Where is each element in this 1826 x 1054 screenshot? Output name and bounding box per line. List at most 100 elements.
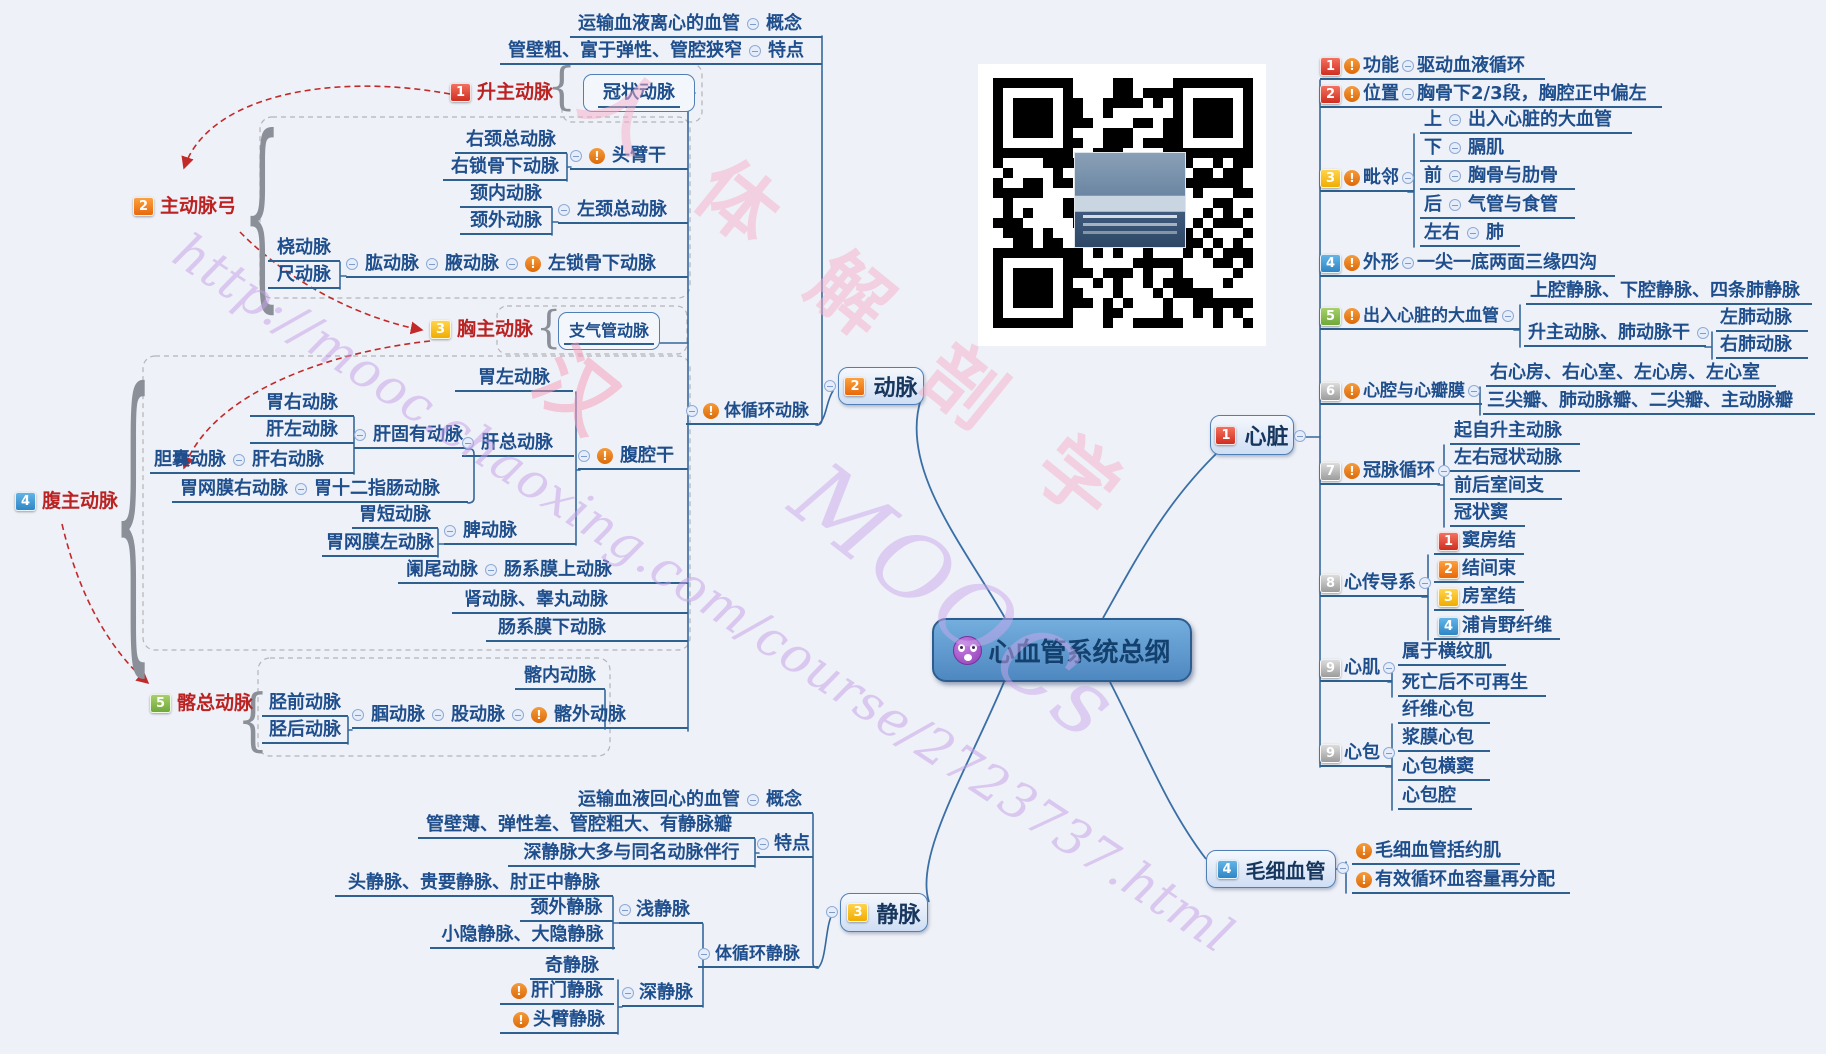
topic-fibrous-pericardium[interactable]: 纤维心包	[1398, 698, 1490, 724]
summary-thoracic-aorta[interactable]: 3 胸主动脉	[430, 320, 533, 339]
collapse-icon[interactable]	[1449, 142, 1461, 154]
topic-short-gastric[interactable]: 胃短动脉	[352, 503, 438, 529]
collapse-icon[interactable]	[426, 258, 438, 270]
collapse-icon[interactable]	[1438, 465, 1450, 477]
summary-aortic-arch[interactable]: 2 主动脉弓	[133, 197, 236, 216]
topic-conduction-system[interactable]: 8 心传导系	[1320, 571, 1431, 597]
topic-coronary-circulation[interactable]: 7 冠脉循环	[1320, 459, 1450, 485]
collapse-icon[interactable]	[1419, 577, 1431, 589]
topic-heart-great-vessels[interactable]: 5 出入心脏的大血管	[1320, 304, 1520, 330]
collapse-icon[interactable]	[619, 904, 631, 916]
topic-systemic-vein-hub[interactable]: 体循环静脉	[698, 942, 818, 968]
collapse-icon[interactable]	[1467, 227, 1479, 239]
topic-renal-testicular[interactable]: 肾动脉、睾丸动脉	[452, 588, 688, 614]
collapse-icon-capillary[interactable]	[1337, 862, 1349, 874]
collapse-icon[interactable]	[233, 454, 245, 466]
topic-heart-shape[interactable]: 4 外形 一尖一底两面三缘四沟	[1320, 251, 1615, 277]
collapse-icon[interactable]	[1449, 199, 1461, 211]
topic-vein-feature-2[interactable]: 深静脉大多与同名动脉伴行	[508, 841, 755, 867]
topic-left-gastroepiploic[interactable]: 胃网膜左动脉	[322, 531, 438, 557]
topic-coronary-item-2[interactable]: 左右冠状动脉	[1450, 446, 1580, 472]
topic-heart-function[interactable]: 1 功能 驱动血液循环	[1320, 54, 1545, 80]
topic-common-hepatic[interactable]: 肝总动脉	[462, 431, 574, 457]
topic-bronchial-artery[interactable]: 支气管动脉	[558, 312, 660, 350]
topic-brachiocephalic-vein[interactable]: 头臂静脉	[500, 1008, 618, 1034]
topic-systemic-artery-hub[interactable]: 体循环动脉	[686, 399, 818, 425]
topic-ulnar-artery[interactable]: 尺动脉	[268, 263, 340, 289]
collapse-icon[interactable]	[578, 450, 590, 462]
topic-vessels-aorta-pulmonary-trunk[interactable]: 升主动脉、肺动脉干	[1524, 321, 1709, 347]
topic-coronary-item-4[interactable]: 冠状窦	[1450, 501, 1525, 527]
collapse-icon-vein[interactable]	[826, 906, 838, 918]
collapse-icon[interactable]	[346, 258, 358, 270]
collapse-icon[interactable]	[1402, 88, 1414, 100]
topic-right-pulmonary-artery[interactable]: 右肺动脉	[1716, 333, 1808, 359]
summary-abdominal-aorta[interactable]: 4 腹主动脉	[15, 492, 118, 511]
topic-right-common-carotid[interactable]: 右颈总动脉	[455, 128, 567, 154]
collapse-icon[interactable]	[462, 437, 474, 449]
collapse-icon[interactable]	[1402, 60, 1414, 72]
central-topic[interactable]: 心血管系统总纲	[932, 618, 1192, 682]
collapse-icon[interactable]	[295, 483, 307, 495]
collapse-icon-artery[interactable]	[824, 380, 836, 392]
node-heart[interactable]: 1 心脏	[1210, 415, 1294, 455]
topic-brachiocephalic-trunk[interactable]: 头臂干	[570, 144, 688, 170]
collapse-icon[interactable]	[1402, 257, 1414, 269]
summary-common-iliac[interactable]: 5 髂总动脉	[150, 694, 253, 713]
topic-vessels-venae-cavae[interactable]: 上腔静脉、下腔静脉、四条肺静脉	[1526, 279, 1812, 305]
topic-av-node[interactable]: 3 房室结	[1434, 585, 1524, 611]
collapse-icon[interactable]	[1502, 310, 1514, 322]
topic-artery-concept[interactable]: 运输血液离心的血管 概念	[570, 12, 822, 38]
topic-saphenous-veins[interactable]: 小隐静脉、大隐静脉	[430, 923, 615, 949]
collapse-icon[interactable]	[686, 405, 698, 417]
topic-heart-adjacency[interactable]: 3 毗邻	[1320, 166, 1414, 192]
collapse-icon[interactable]	[444, 525, 456, 537]
topic-left-hepatic[interactable]: 肝左动脉	[250, 418, 354, 444]
topic-chambers-list[interactable]: 右心房、右心室、左心房、左心室	[1486, 361, 1776, 387]
topic-adjacency-anterior[interactable]: 前 胸骨与肋骨	[1420, 164, 1575, 190]
topic-arm-artery-chain[interactable]: 肱动脉 腋动脉 左锁骨下动脉	[346, 252, 688, 278]
topic-anterior-tibial[interactable]: 胫前动脉	[262, 691, 348, 717]
topic-azygos-vein[interactable]: 奇静脉	[530, 954, 614, 980]
topic-serous-pericardium[interactable]: 浆膜心包	[1398, 726, 1490, 752]
topic-right-gastric[interactable]: 胃右动脉	[250, 391, 354, 417]
topic-coronary-item-3[interactable]: 前后室间支	[1450, 474, 1562, 500]
collapse-icon[interactable]	[1449, 114, 1461, 126]
topic-superficial-vein[interactable]: 浅静脉	[619, 898, 703, 924]
topic-left-common-carotid[interactable]: 左颈总动脉	[558, 198, 688, 224]
topic-superficial-arm-veins[interactable]: 头静脉、贵要静脉、肘正中静脉	[335, 871, 613, 897]
collapse-icon[interactable]	[747, 18, 759, 30]
topic-vein-concept[interactable]: 运输血液回心的血管 概念	[570, 788, 813, 814]
node-capillary[interactable]: 4 毛细血管	[1206, 850, 1336, 888]
topic-coronary-item-1[interactable]: 起自升主动脉	[1450, 419, 1580, 445]
topic-external-jugular[interactable]: 颈外静脉	[520, 896, 613, 922]
topic-myocardium[interactable]: 9 心肌	[1320, 656, 1395, 682]
topic-adjacency-inferior[interactable]: 下 膈肌	[1420, 136, 1520, 162]
collapse-icon[interactable]	[1383, 662, 1395, 674]
topic-right-subclavian[interactable]: 右锁骨下动脉	[443, 155, 567, 181]
topic-adjacency-superior[interactable]: 上 出入心脏的大血管	[1420, 108, 1632, 134]
topic-celiac-trunk[interactable]: 腹腔干	[578, 444, 688, 470]
summary-ascending-aorta[interactable]: 1 升主动脉	[450, 83, 553, 102]
collapse-icon-heart[interactable]	[1294, 430, 1306, 442]
node-artery[interactable]: 2 动脉	[838, 367, 924, 405]
topic-internal-iliac[interactable]: 髂内动脉	[515, 664, 605, 690]
collapse-icon[interactable]	[512, 709, 524, 721]
topic-external-carotid[interactable]: 颈外动脉	[460, 209, 552, 235]
collapse-icon[interactable]	[570, 150, 582, 162]
topic-internal-carotid[interactable]: 颈内动脉	[460, 182, 552, 208]
topic-myocardium-item-2[interactable]: 死亡后不可再生	[1398, 671, 1546, 697]
topic-left-pulmonary-artery[interactable]: 左肺动脉	[1716, 306, 1808, 332]
collapse-icon[interactable]	[1468, 385, 1480, 397]
collapse-icon[interactable]	[1449, 170, 1461, 182]
collapse-icon[interactable]	[749, 45, 761, 57]
topic-adjacency-lateral[interactable]: 左右 肺	[1420, 221, 1520, 247]
topic-gastroduodenal-chain[interactable]: 胃网膜右动脉 胃十二指肠动脉	[172, 477, 468, 503]
topic-vein-feature-label[interactable]: 特点	[757, 832, 813, 858]
collapse-icon[interactable]	[1697, 327, 1709, 339]
topic-valves-list[interactable]: 三尖瓣、肺动脉瓣、二尖瓣、主动脉瓣	[1483, 389, 1815, 415]
topic-inferior-mesenteric[interactable]: 肠系膜下动脉	[486, 616, 688, 642]
collapse-icon[interactable]	[558, 204, 570, 216]
collapse-icon[interactable]	[747, 794, 759, 806]
node-vein[interactable]: 3 静脉	[840, 893, 928, 932]
